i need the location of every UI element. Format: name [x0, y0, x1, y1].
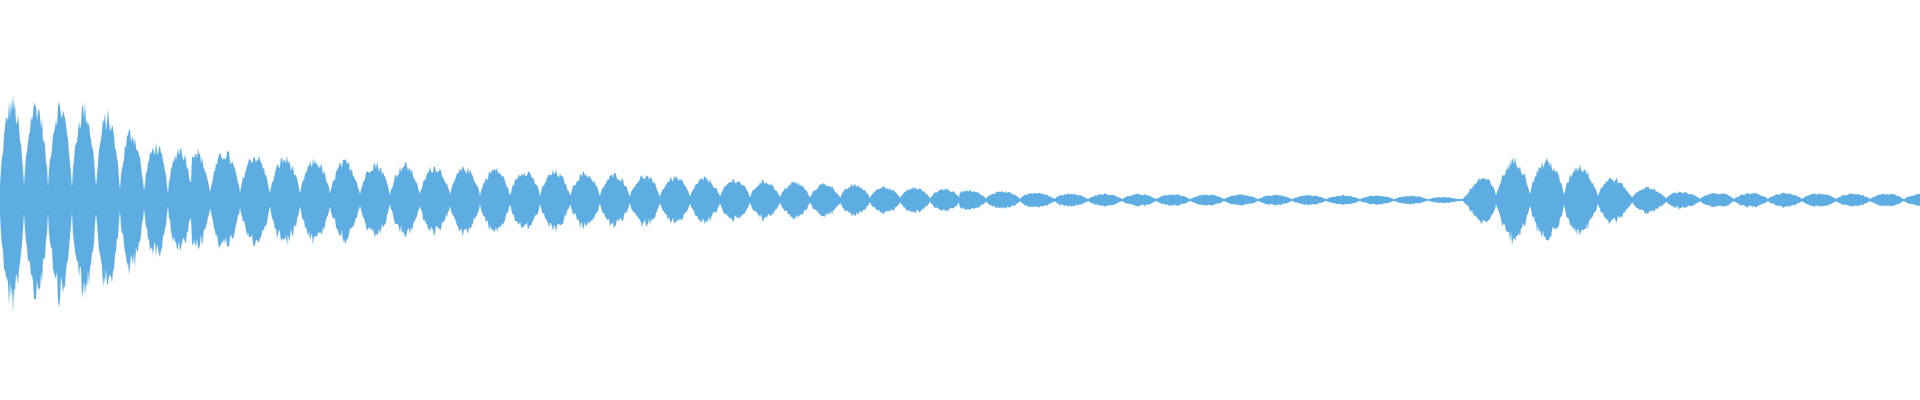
- waveform-path: [0, 94, 1920, 314]
